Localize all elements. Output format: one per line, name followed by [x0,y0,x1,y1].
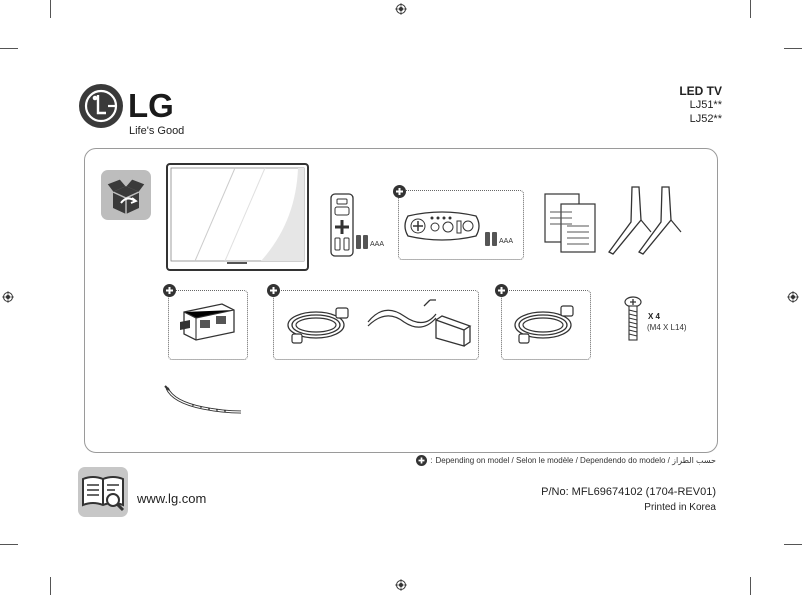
crop-mark [750,577,751,595]
remote-control-icon [330,193,354,257]
printed-in-text: Printed in Korea [644,502,716,513]
lg-logo-icon [79,84,123,128]
battery-label: AAA [499,238,514,245]
cable-guide-icon [164,385,242,414]
crop-mark [0,544,18,545]
brand-tagline: Life's Good [129,125,185,137]
product-title: LED TV [679,84,722,98]
optional-plus-icon [163,284,176,297]
optional-plus-icon [416,455,428,466]
registration-mark-icon [2,291,14,303]
website-link[interactable]: www.lg.com [137,491,207,506]
crop-mark [50,0,51,18]
crop-mark [50,577,51,595]
magic-remote-icon [404,211,480,241]
tv-icon [166,163,309,271]
package-box-icon [101,170,151,220]
crop-mark [0,48,18,49]
registration-mark-icon [787,291,799,303]
optional-plus-icon [393,185,406,198]
optional-item-box [168,290,248,360]
screw-size: (M4 X L14) [647,323,687,332]
optional-item-box [501,290,591,360]
screw-icon [624,296,642,341]
registration-mark-icon [395,3,407,15]
battery-icon [485,232,497,246]
model-number: LJ51** [689,99,722,111]
part-number: P/No: MFL69674102 (1704-REV01) [541,486,716,498]
brand-name: LG [128,87,174,124]
optional-item-box [273,290,479,360]
ferrite-core-icon [180,303,235,341]
power-cord-icon [287,307,349,344]
user-manual-icon [544,193,596,253]
crop-mark [784,48,802,49]
power-adapter-icon [367,299,472,347]
battery-label: AAA [370,241,385,248]
screw-quantity: X 4 [648,312,661,321]
manual-book-icon [78,467,128,517]
crop-mark [750,0,751,18]
optional-plus-icon [267,284,280,297]
registration-mark-icon [395,579,407,591]
crop-mark [784,544,802,545]
battery-icon [356,235,368,249]
power-cord-icon [514,305,574,344]
tv-stand-icon [608,186,682,255]
model-number: LJ52** [689,113,722,125]
footnote-text: Depending on model / Selon le modèle / D… [435,456,717,465]
optional-plus-icon [495,284,508,297]
optional-item-box [398,190,524,260]
footnote: : Depending on model / Selon le modèle /… [416,455,716,466]
